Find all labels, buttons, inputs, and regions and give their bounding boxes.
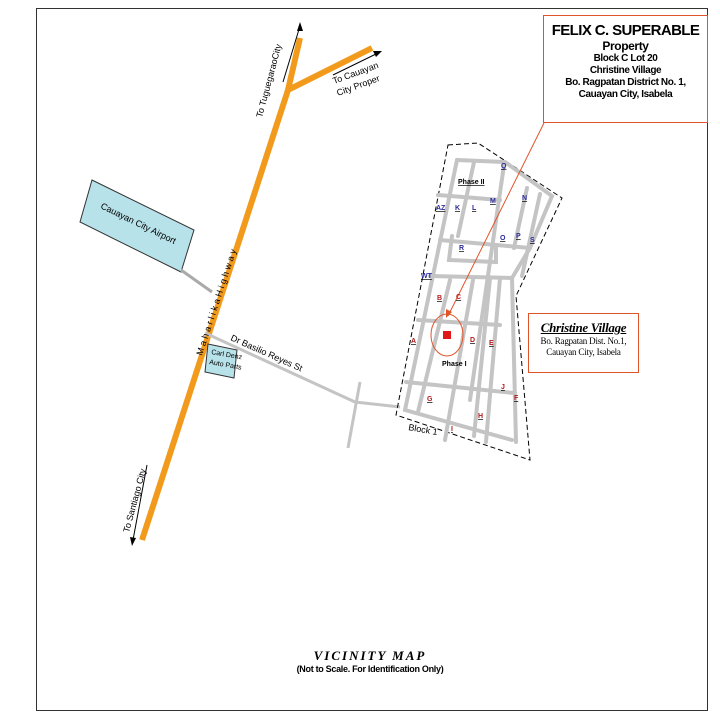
- label-block-1: Block 1: [408, 422, 439, 437]
- block-h: H: [478, 413, 483, 420]
- block-q: Q: [501, 163, 507, 170]
- block-f: F: [514, 395, 519, 402]
- block-e: E: [489, 340, 494, 347]
- arrow-cauayan: [332, 52, 379, 76]
- arrow-tuguegarao: [282, 25, 301, 83]
- label-to-tuguegarao: To TuguegaraoCity: [254, 42, 283, 118]
- village-line2: Cauayan City, Isabela: [546, 347, 621, 357]
- label-phase-i: Phase I: [442, 361, 467, 368]
- block-g: G: [427, 396, 433, 403]
- village-line1: Bo. Ragpatan Dist. No.1,: [540, 336, 627, 346]
- property-owner: FELIX C. SUPERABLE: [551, 22, 700, 39]
- block-p: P: [516, 233, 521, 240]
- subdivision-boundary: [395, 142, 563, 461]
- property-callout-line: [447, 122, 545, 317]
- arrow-tuguegarao-head: [297, 22, 303, 31]
- airport-road: [180, 268, 213, 294]
- subdivision-streets: [402, 158, 555, 444]
- block-wt: WT: [421, 273, 433, 280]
- carl-denz-shop: [204, 343, 238, 379]
- block-m: M: [490, 198, 496, 205]
- label-phase-ii: Phase II: [458, 179, 485, 186]
- village-name: Christine Village: [540, 320, 627, 335]
- arrow-santiago: [132, 464, 148, 541]
- block-l: L: [472, 205, 477, 212]
- village-callout: Christine Village Bo. Ragpatan Dist. No.…: [528, 313, 639, 373]
- block-az: AZ: [436, 205, 446, 212]
- property-marker: [443, 331, 451, 339]
- map-frame: [36, 8, 708, 711]
- property-district: Bo. Ragpatan District No. 1,: [565, 77, 686, 88]
- cross-street: [346, 381, 362, 449]
- arrow-cauayan-head: [373, 51, 382, 57]
- road-to-cauayan-proper: [286, 45, 374, 93]
- block-r: R: [459, 245, 464, 252]
- block-j: J: [501, 384, 505, 391]
- property-callout: FELIX C. SUPERABLE Property Block C Lot …: [543, 15, 708, 123]
- block-i: I: [451, 426, 453, 433]
- block-s: S: [530, 237, 535, 244]
- block-n: N: [522, 195, 527, 202]
- block-d: D: [470, 337, 475, 344]
- block-a: A: [411, 338, 416, 345]
- airport-area: [79, 179, 195, 273]
- property-callout-arrow: [446, 309, 452, 318]
- arrow-santiago-head: [130, 537, 136, 546]
- property-label: Property: [602, 39, 649, 53]
- caption-title: VICINITY MAP: [313, 648, 427, 663]
- label-to-santiago: To Santiago City: [121, 467, 148, 533]
- block-o: O: [500, 235, 506, 242]
- caption-note: (Not to Scale. For Identification Only): [296, 664, 444, 674]
- block-b: B: [437, 295, 442, 302]
- map-caption: VICINITY MAP (Not to Scale. For Identifi…: [250, 648, 490, 674]
- property-village: Christine Village: [589, 65, 662, 76]
- property-city: Cauayan City, Isabela: [578, 89, 673, 100]
- property-lot: Block C Lot 20: [593, 53, 658, 64]
- block-c: C: [456, 294, 461, 301]
- block-k: K: [455, 205, 460, 212]
